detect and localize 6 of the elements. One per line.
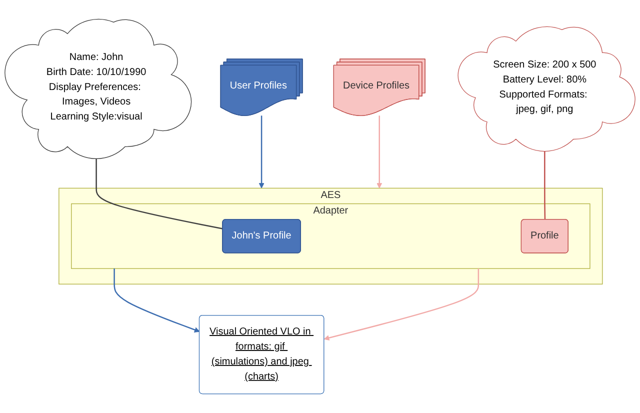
arrow: [324, 268, 480, 340]
connector: [544, 150, 546, 220]
arrow: [376, 116, 382, 188]
arrow: [114, 268, 200, 332]
connector: [96, 157, 223, 230]
arrow: [258, 116, 264, 188]
